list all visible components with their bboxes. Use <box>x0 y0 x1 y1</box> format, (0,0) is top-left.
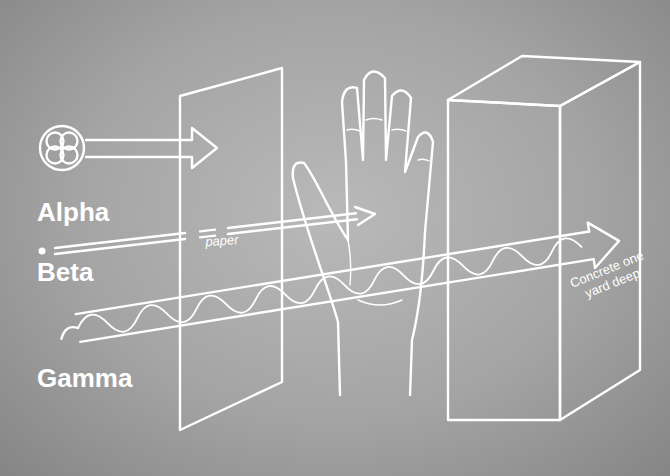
alpha-arrow <box>86 128 217 168</box>
paper-sheet-face <box>180 68 282 430</box>
concrete-block: Concrete one yard deep <box>446 52 644 424</box>
beta-track <box>55 233 185 254</box>
beta-arrowhead <box>355 207 375 225</box>
nucleon <box>61 147 78 164</box>
ray-name: Beta <box>37 257 93 288</box>
hand-creases <box>347 119 429 306</box>
ray-name: Gamma <box>37 363 132 394</box>
concrete-block-face <box>448 100 560 420</box>
gamma-wave <box>76 236 583 339</box>
gamma-tail <box>60 326 79 339</box>
concrete-block-face <box>448 56 640 106</box>
gamma-arrow <box>57 218 623 353</box>
hand-outline <box>293 71 433 395</box>
concrete-block-outline <box>446 52 644 424</box>
paper-sheet-label: paper <box>192 232 253 251</box>
concrete-block-label: Concrete one yard deep <box>560 245 660 309</box>
ray-name: Alpha <box>37 197 109 228</box>
paper-sheet: paper <box>178 66 286 434</box>
beta-particle <box>39 248 46 255</box>
concrete-block-face <box>560 62 640 420</box>
gamma-band <box>76 231 594 341</box>
particle-outline <box>40 126 84 170</box>
paper-sheet-outline <box>178 66 286 434</box>
alpha-particle <box>40 126 84 170</box>
hand <box>293 71 433 395</box>
